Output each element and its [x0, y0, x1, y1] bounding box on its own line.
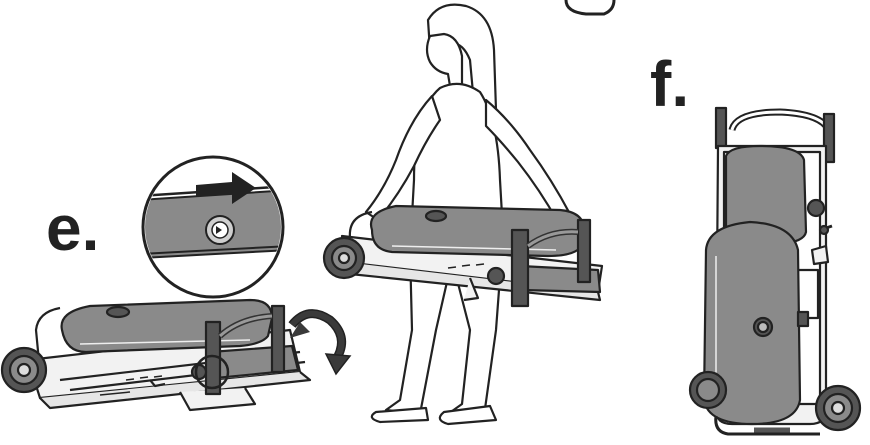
callout-bubble-edge — [566, 0, 614, 14]
magnify-circle-icon — [140, 157, 290, 297]
release-knob-icon — [206, 216, 234, 244]
step-label-e: e. — [46, 196, 99, 260]
grill-folded-ground — [2, 300, 310, 410]
grill-upright — [690, 108, 860, 434]
step-label-f: f. — [650, 52, 689, 116]
